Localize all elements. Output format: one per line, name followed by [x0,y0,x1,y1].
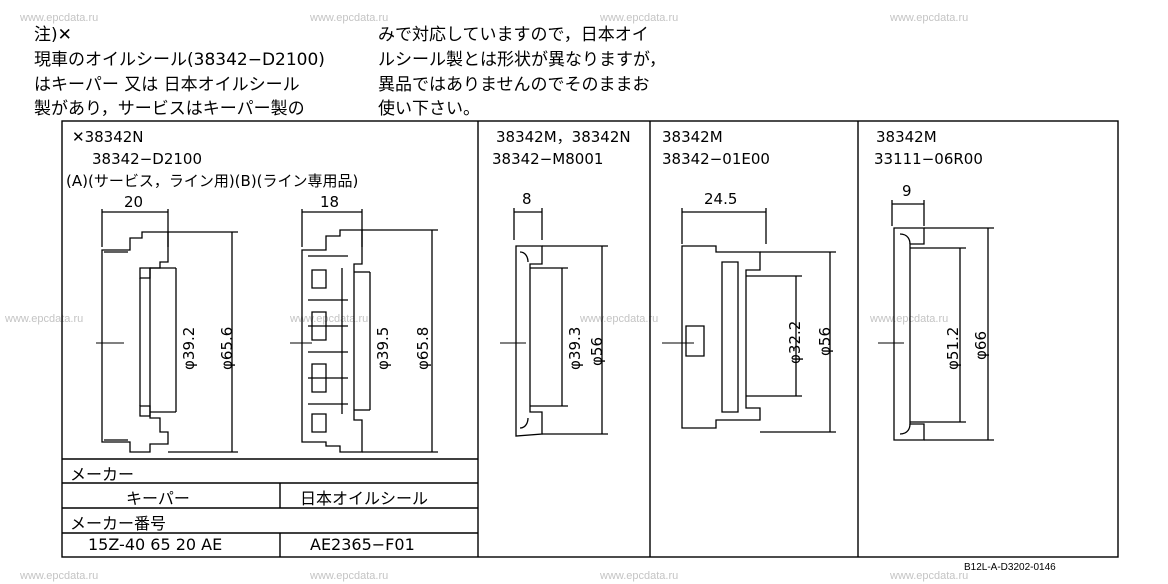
watermark: www.epcdata.ru [20,570,99,582]
variant-label: (A)(サービス，ライン用)(B)(ライン専用品) [66,172,359,190]
watermark: www.epcdata.ru [580,313,659,325]
part-code-label: 38342M [876,128,937,146]
watermark: www.epcdata.ru [600,570,679,582]
inner-diameter-dimension: φ39.5 [374,326,392,370]
maker-part-number-nok: AE2365−F01 [310,535,415,554]
maker-nok: 日本オイルシール [300,489,429,508]
note-line: 現車のオイルシール(38342−D2100) [34,50,325,70]
outer-diameter-dimension: φ56 [816,327,834,356]
part-code-label: 38342M [662,128,723,146]
diagram-frame [61,120,1119,558]
seal-m8001-drawing [513,208,608,437]
watermark: www.epcdata.ru [20,12,99,24]
inner-diameter-dimension: φ32.2 [786,320,804,364]
note-line: はキーパー 又は 日本オイルシール [34,75,300,95]
seal-b-drawing [301,209,438,453]
width-dimension: 18 [320,193,340,211]
watermark: www.epcdata.ru [870,313,949,325]
watermark: www.epcdata.ru [310,570,389,582]
inner-diameter-dimension: φ51.2 [944,326,962,370]
note-line: ルシール製とは形状が異なりますが， [378,50,666,70]
seal-06r00-drawing [891,200,994,441]
inner-diameter-dimension: φ39.3 [566,326,584,370]
watermark: www.epcdata.ru [310,12,389,24]
watermark: www.epcdata.ru [600,12,679,24]
inner-diameter-dimension: φ39.2 [180,326,198,370]
outer-diameter-dimension: φ56 [588,337,606,366]
width-dimension: 24.5 [704,190,738,208]
seal-a-drawing [101,209,238,453]
maker-part-number-keeper: 15Z-40 65 20 AE [88,535,223,554]
part-number-label: 38342−D2100 [92,150,203,168]
part-code-label: ✕38342N [72,128,144,146]
drawing-code: B12L-A-D3202-0146 [964,562,1056,573]
note-line: 異品ではありませんのでそのままお [378,75,650,95]
part-number-label: 38342−M8001 [492,150,604,168]
outer-diameter-dimension: φ66 [972,331,990,360]
maker-part-number-header: メーカー番号 [70,514,167,533]
maker-keeper: キーパー [126,489,190,508]
part-code-label: 38342M，38342N [496,128,631,146]
note-line: 使い下さい。 [378,99,480,119]
outer-diameter-dimension: φ65.6 [218,326,236,370]
watermark: www.epcdata.ru [290,313,369,325]
note-line: 注)✕ [34,25,72,45]
note-line: みで対応していますので，日本オイ [378,25,649,45]
outer-diameter-dimension: φ65.8 [414,326,432,370]
part-number-label: 38342−01E00 [662,150,770,168]
seal-01e00-drawing [681,208,836,433]
width-dimension: 8 [522,190,532,208]
width-dimension: 9 [902,182,912,200]
note-line: 製があり，サービスはキーパー製の [34,99,305,119]
watermark: www.epcdata.ru [890,570,969,582]
watermark: www.epcdata.ru [890,12,969,24]
maker-header: メーカー [70,465,135,484]
part-number-label: 33111−06R00 [874,150,983,168]
width-dimension: 20 [124,193,144,211]
watermark: www.epcdata.ru [5,313,84,325]
